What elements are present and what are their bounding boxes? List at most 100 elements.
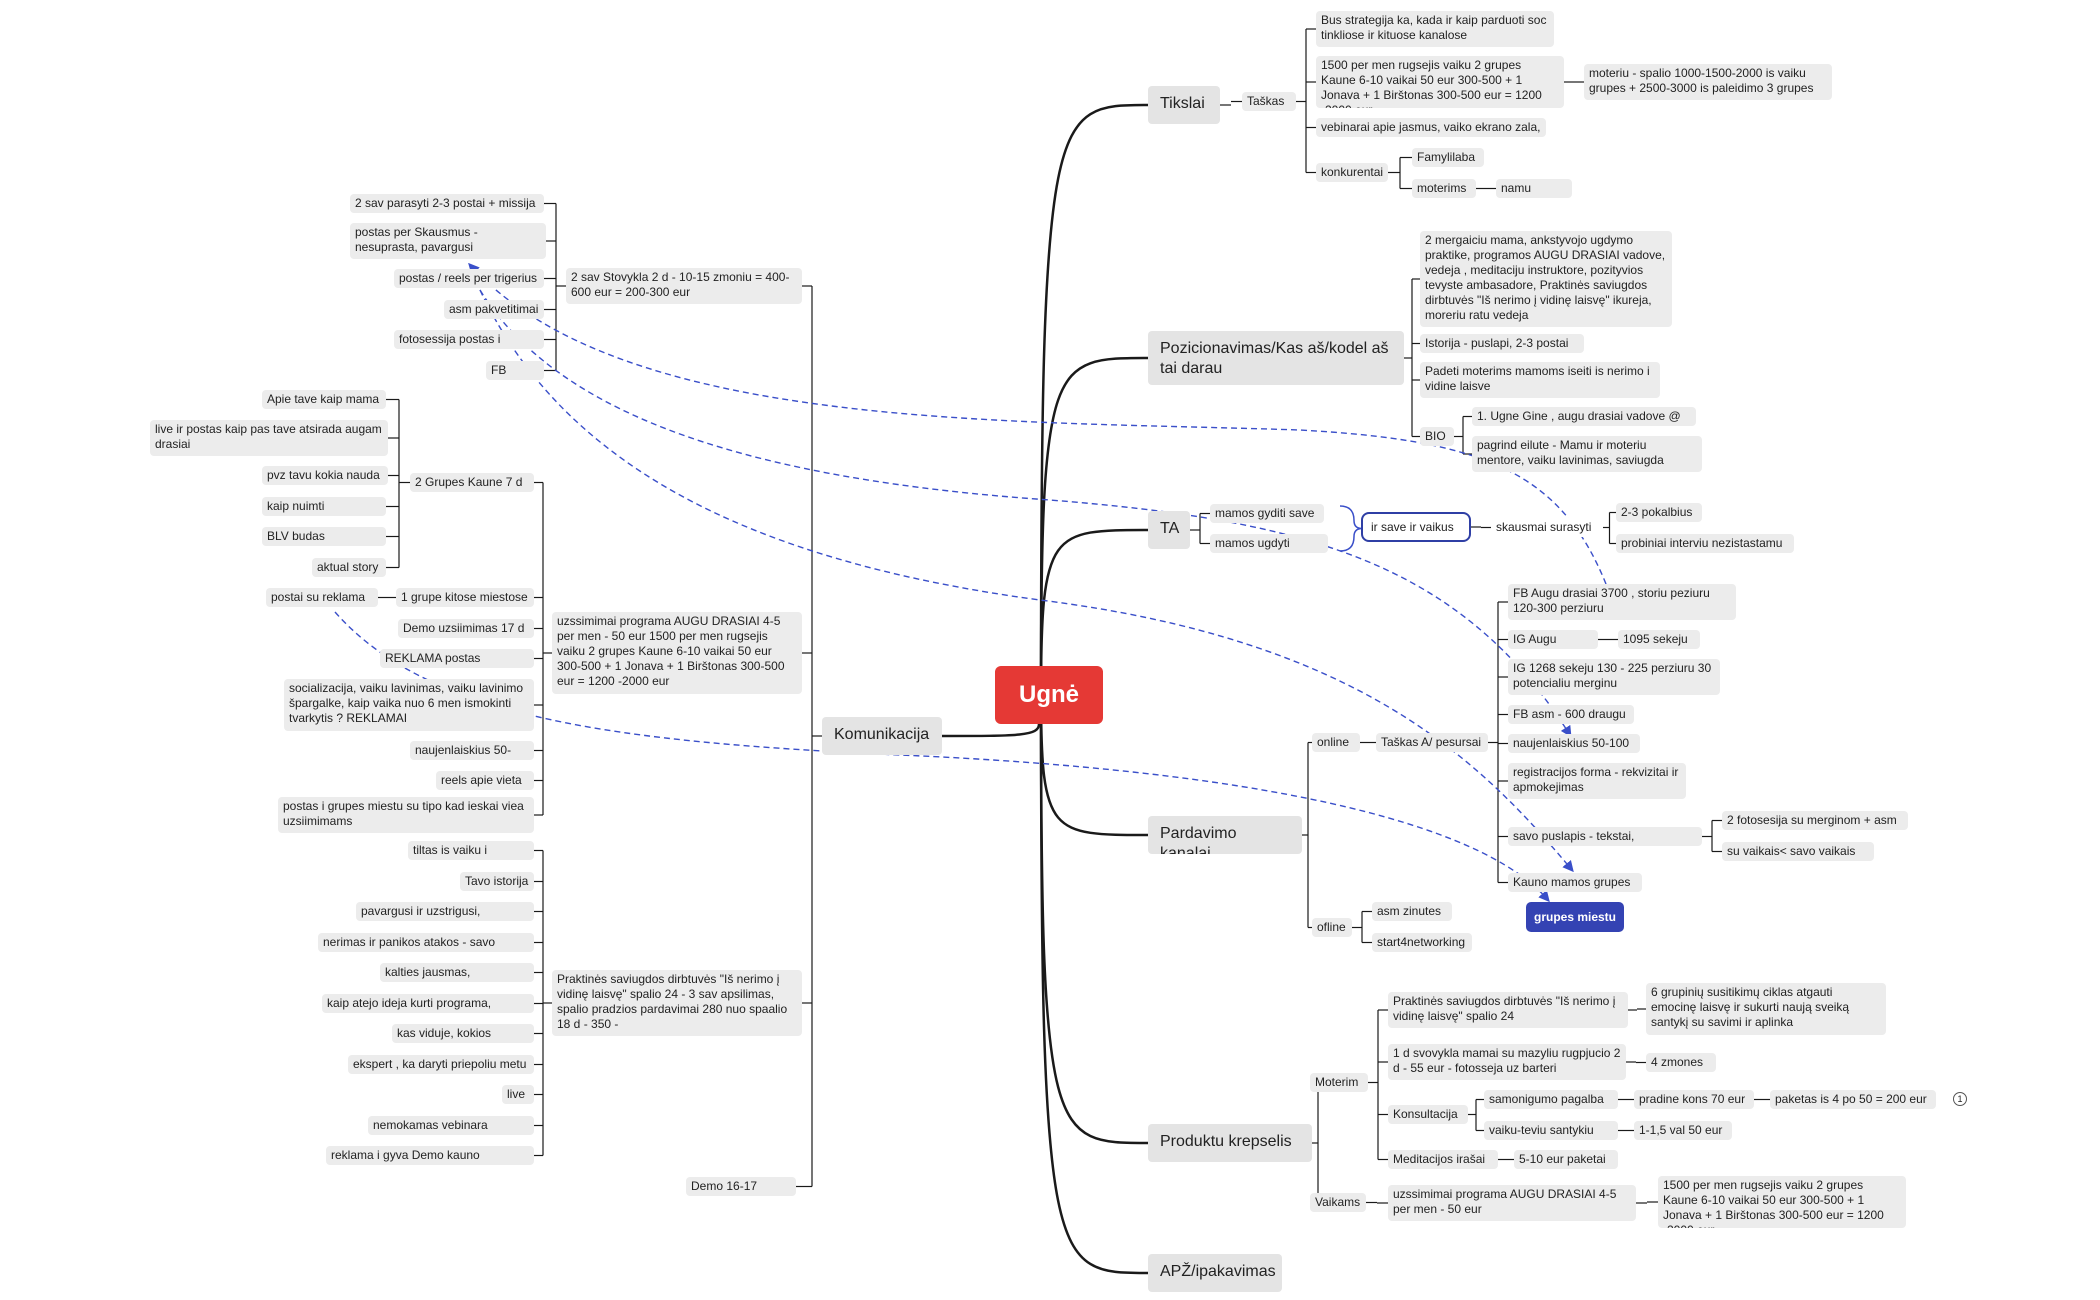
topic-moterims[interactable]: moterims: [1412, 179, 1476, 198]
topic-your-story[interactable]: Tavo istorija: [460, 872, 534, 891]
topic-personal-invites[interactable]: asm pakvetitimai: [444, 300, 544, 319]
topic-offline[interactable]: ofline: [1312, 918, 1352, 937]
topic-fb-personal[interactable]: FB asm - 600 draugu: [1508, 705, 1634, 724]
topic-workshop-cycle[interactable]: 6 grupinių susitikimų ciklas atgauti emo…: [1646, 983, 1886, 1035]
branch-sales-channels[interactable]: Pardavimo kanalai: [1148, 816, 1302, 854]
topic-bridge[interactable]: tiltas is vaiku i mamos: [408, 841, 534, 860]
branch-ta[interactable]: TA: [1148, 511, 1190, 549]
topic-income-goal[interactable]: 1500 per men rugsejis vaiku 2 grupes Kau…: [1316, 56, 1564, 108]
topic-ad-announcement[interactable]: REKLAMA postas anonsas: [380, 649, 534, 668]
topic-workshop[interactable]: Praktinės saviugdos dirbtuvės "Iš nerimo…: [1388, 992, 1628, 1028]
topic-photoshoot-post[interactable]: fotosessija postas i grupes: [394, 330, 544, 349]
topic-package-price[interactable]: paketas is 4 po 50 = 200 eur: [1770, 1090, 1936, 1109]
topic-with-kids[interactable]: su vaikais< savo vaikais: [1722, 842, 1874, 861]
topic-parent-child[interactable]: vaiku-teviu santykiu: [1484, 1121, 1618, 1140]
topic-fb-page[interactable]: FB Augu drasiai 3700 , storiu peziuru 12…: [1508, 584, 1736, 620]
topic-meditation-packages[interactable]: 5-10 eur paketai: [1514, 1150, 1618, 1169]
topic-city-group-post[interactable]: postas i grupes miestu su tipo kad ieska…: [278, 797, 534, 833]
topic-about-you-mother[interactable]: Apie tave kaip mama: [262, 390, 386, 409]
topic-online[interactable]: online: [1312, 733, 1360, 752]
topic-consultation[interactable]: Konsultacija: [1388, 1105, 1468, 1124]
topic-self-and-kids[interactable]: ir save ir vaikus: [1361, 512, 1471, 542]
topic-socialization[interactable]: socializacija, vaiku lavinimas, vaiku la…: [284, 679, 534, 731]
topic-ad-posts[interactable]: postai su reklama: [266, 588, 378, 607]
branch-packaging[interactable]: APŽ/ipakavimas: [1148, 1254, 1282, 1292]
topic-bio-line1[interactable]: 1. Ugne Gine , augu drasiai vadove @: [1472, 407, 1696, 426]
topic-newsletter[interactable]: naujenlaiskius 50-100: [1508, 734, 1640, 753]
topic-for-women[interactable]: Moterim: [1310, 1073, 1368, 1092]
topic-anxiety-story[interactable]: nerimas ir panikos atakos - savo istorij…: [318, 933, 534, 952]
topic-taskas-b[interactable]: Taškas B: [1242, 92, 1296, 111]
topic-mothers-educate[interactable]: mamos ugdyti vaikus: [1210, 534, 1328, 553]
topic-tired-stuck[interactable]: pavargusi ir uzstrigusi, buitiakas: [356, 902, 534, 921]
topic-four-people[interactable]: 4 zmones: [1646, 1053, 1716, 1072]
topic-one-day-camp[interactable]: 1 d svovykla mamai su mazyliu rugpjucio …: [1388, 1044, 1626, 1080]
circle-icon[interactable]: 1: [1953, 1092, 1967, 1106]
topic-start4networking[interactable]: start4networking: [1372, 933, 1472, 952]
topic-pain-post[interactable]: postas per Skausmus - nesuprasta, pavarg…: [350, 223, 546, 259]
topic-women-income[interactable]: moteriu - spalio 1000-1500-2000 is vaiku…: [1584, 64, 1832, 100]
branch-positioning[interactable]: Pozicionavimas/Kas aš/kodel aš tai darau: [1148, 331, 1404, 385]
branch-communication[interactable]: Komunikacija: [822, 717, 942, 755]
topic-two-groups-kaunas[interactable]: 2 Grupes Kaune 7 d: [410, 473, 534, 492]
topic-famylilaba[interactable]: Famylilaba: [1412, 148, 1484, 167]
topic-strategy[interactable]: Bus strategija ka, kada ir kaip parduoti…: [1316, 11, 1554, 47]
topic-other-cities-group[interactable]: 1 grupe kitose miestose: [396, 588, 534, 607]
topic-fb-event[interactable]: FB event: [486, 361, 544, 380]
topic-blw-feeding[interactable]: BLV budas maitinimas: [262, 527, 386, 546]
topic-demo-class[interactable]: Demo uzsiimimas 17 d: [398, 619, 534, 638]
topic-photoshoot[interactable]: 2 fotosesija su merginom + asm: [1722, 811, 1908, 830]
topic-ig-personal[interactable]: IG 1268 sekeju 130 - 225 perziuru 30 pot…: [1508, 659, 1720, 695]
topic-hour-price[interactable]: 1-1,5 val 50 eur: [1634, 1121, 1732, 1140]
topic-homework[interactable]: namu darbai: [1496, 179, 1572, 198]
topic-demo-ad[interactable]: reklama i gyva Demo kauno regijonas: [326, 1146, 534, 1165]
topic-ig-followers[interactable]: 1095 sekeju: [1618, 630, 1700, 649]
topic-kids-income[interactable]: 1500 per men rugsejis vaiku 2 grupes Kau…: [1658, 1176, 1906, 1228]
topic-registration-form[interactable]: registracijos forma - rekvizitai ir apmo…: [1508, 763, 1686, 799]
topic-city-groups[interactable]: grupes miestu: [1526, 902, 1624, 932]
topic-bio-main[interactable]: pagrind eilute - Mamu ir moteriu mentore…: [1472, 436, 1702, 472]
topic-kids-program[interactable]: uzssimimai programa AUGU DRASIAI 4-5 per…: [1388, 1185, 1636, 1221]
topic-workshop-comm[interactable]: Praktinės saviugdos dirbtuvės "Iš nerimo…: [552, 970, 802, 1036]
topic-webinars[interactable]: vebinarai apie jasmus, vaiko ekrano zala…: [1316, 118, 1546, 137]
topic-expert-advice[interactable]: ekspert , ka daryti priepoliu metu: [348, 1055, 534, 1074]
topic-kids-program-comm[interactable]: uzssimimai programa AUGU DRASIAI 4-5 per…: [552, 612, 802, 694]
topic-free-webinar-ad[interactable]: nemokamas vebinara reklama: [368, 1116, 534, 1135]
root-topic[interactable]: Ugnė: [995, 666, 1103, 724]
topic-demo-date[interactable]: Demo 16-17 spalio: [686, 1177, 796, 1196]
topic-personal-messages[interactable]: asm zinutes: [1372, 902, 1452, 921]
topic-bio[interactable]: BIO: [1420, 427, 1454, 446]
topic-place-reels[interactable]: reels apie vieta: [436, 771, 534, 790]
topic-live[interactable]: live: [502, 1085, 534, 1104]
topic-camp[interactable]: 2 sav Stovykla 2 d - 10-15 zmoniu = 400-…: [566, 268, 802, 304]
topic-for-kids[interactable]: Vaikams: [1310, 1193, 1366, 1212]
topic-pains[interactable]: skausmai surasyti: [1491, 518, 1603, 537]
topic-live-post[interactable]: live ir postas kaip pas tave atsirada au…: [150, 420, 388, 456]
topic-program-idea[interactable]: kaip atejo ideja kurti programa, missija: [322, 994, 534, 1013]
topic-benefit-example[interactable]: pvz tavu kokia nauda: [262, 466, 388, 485]
topic-trigger-post[interactable]: postas / reels per trigerius: [394, 269, 544, 288]
topic-current-story[interactable]: aktual story: [312, 558, 386, 577]
topic-newsletter-comm[interactable]: naujenlaiskius 50-100: [410, 741, 534, 760]
topic-mission[interactable]: Padeti moterims mamoms iseiti is nerimo …: [1420, 362, 1660, 398]
topic-taskas-a[interactable]: Taškas A/ pesursai: [1376, 733, 1488, 752]
topic-initial-consult-price[interactable]: pradine kons 70 eur: [1634, 1090, 1754, 1109]
topic-posts-mission[interactable]: 2 sav parasyti 2-3 postai + missija: [350, 194, 544, 213]
topic-own-page[interactable]: savo puslapis - tekstai, nuotraukos: [1508, 827, 1702, 846]
branch-tikslai[interactable]: Tikslai: [1148, 86, 1220, 124]
topic-about-me[interactable]: 2 mergaiciu mama, ankstyvojo ugdymo prak…: [1420, 231, 1672, 327]
topic-meditation-recordings[interactable]: Meditacijos irašai: [1388, 1150, 1498, 1169]
topic-remove-diapers[interactable]: kaip nuimti pampersu: [262, 497, 386, 516]
topic-guilt-perfection[interactable]: kalties jausmas, tobulumas: [380, 963, 534, 982]
topic-story-page[interactable]: Istorija - puslapi, 2-3 postai: [1420, 334, 1584, 353]
topic-conversations[interactable]: 2-3 pokalbius: [1616, 503, 1702, 522]
topic-awareness-help[interactable]: samonigumo pagalba: [1484, 1090, 1618, 1109]
topic-mothers-heal[interactable]: mamos gyditi save: [1210, 504, 1324, 523]
topic-ig-page[interactable]: IG Augu drasiai: [1508, 630, 1598, 649]
topic-interviews[interactable]: probiniai interviu nezistastamu: [1616, 534, 1794, 553]
topic-competitors[interactable]: konkurentai: [1316, 163, 1388, 182]
branch-product-basket[interactable]: Produktu krepselis: [1148, 1124, 1312, 1162]
topic-kaunas-mothers[interactable]: Kauno mamos grupes: [1508, 873, 1642, 892]
topic-inside-topics[interactable]: kas viduje, kokios temas,: [392, 1024, 534, 1043]
